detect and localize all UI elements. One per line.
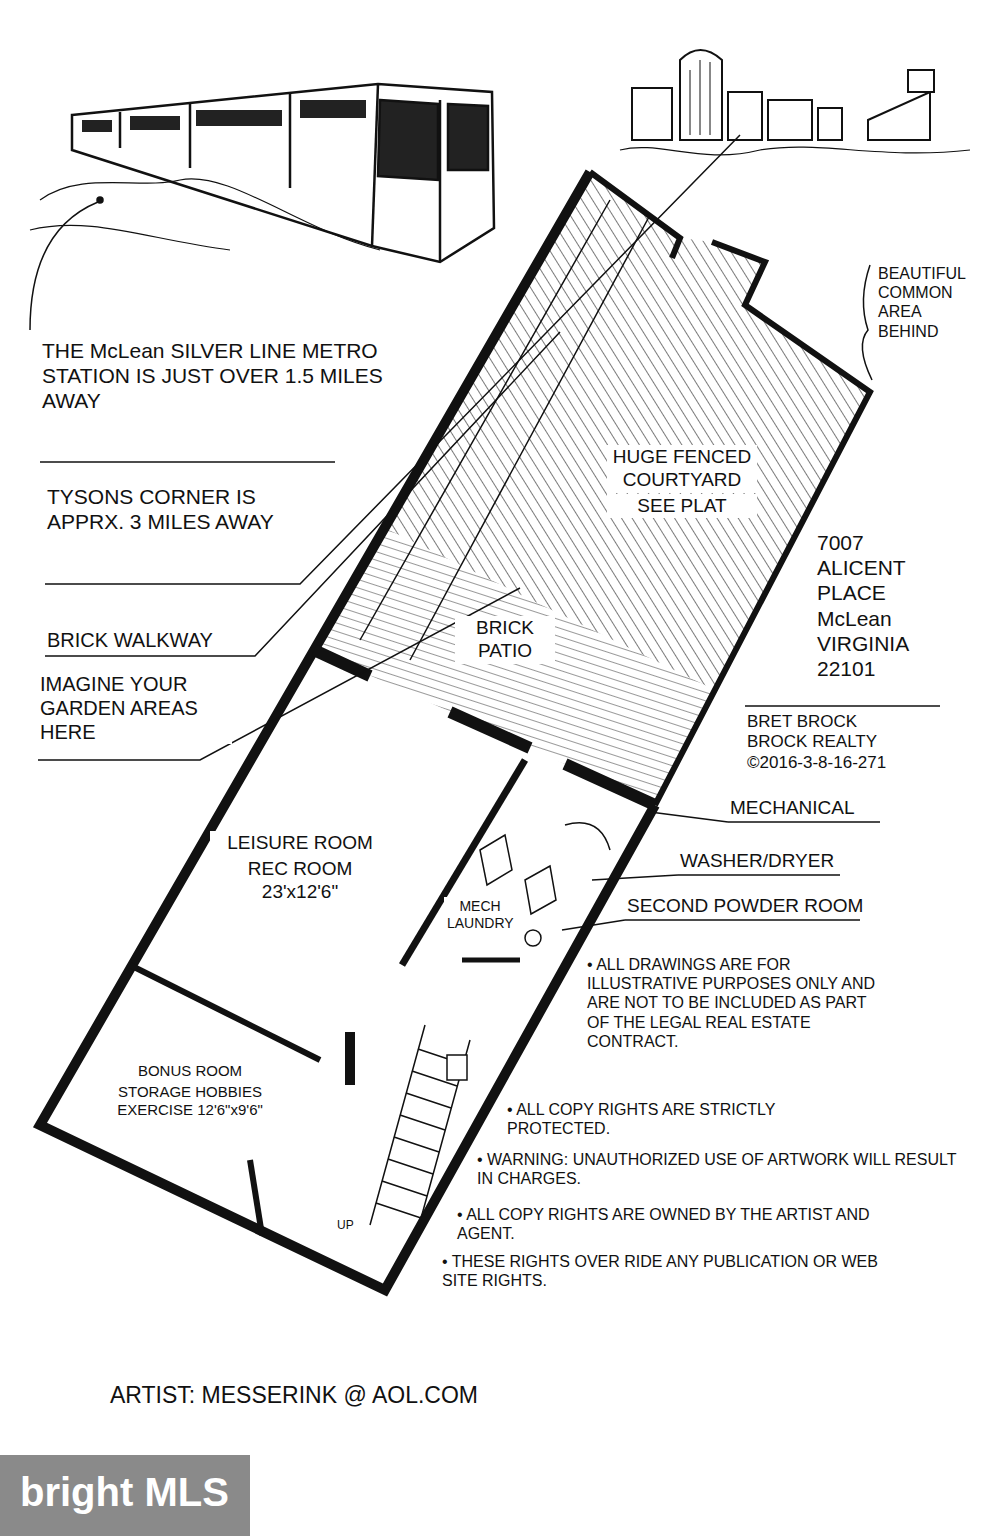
disclaimer-note: • ALL DRAWINGS ARE FOR ILLUSTRATIVE PURP… [585,955,889,1051]
room-area: BRICK PATIO [455,615,555,665]
area-note: IMAGINE YOUR GARDEN AREAS HERE [38,672,232,744]
node-heading: HUGE FENCED COURTYARD [607,445,757,493]
disclaimer-note: • THESE RIGHTS OVER RIDE ANY PUBLICATION… [440,1252,914,1290]
address: 7007 ALICENT PLACE McLean VIRGINIA 22101 [815,530,929,681]
node-heading: BRICK PATIO [455,616,555,664]
part-name: SECOND POWDER ROOM [625,895,865,918]
disclaimer-note: • WARNING: UNAUTHORIZED USE OF ARTWORK W… [475,1150,959,1188]
room-name: BONUS ROOM [110,1061,270,1081]
agent-credit: BRET BROCK BROCK REALTY ©2016-3-8-16-271 [745,712,914,773]
room-dimension: STORAGE HOBBIES EXERCISE 12'6"x9'6" [110,1082,270,1120]
part-name: WASHER/DRYER [678,850,836,873]
brick-walkway [360,200,650,660]
disclaimer-note: • ALL COPY RIGHTS ARE OWNED BY THE ARTIS… [455,1205,889,1243]
leader-lines [30,135,940,930]
watermark: bright MLS [18,1468,231,1516]
area-note: BEAUTIFUL COMMON AREA BEHIND [876,264,985,341]
node-note: SEE PLAT [607,494,757,519]
metro-train [30,84,494,262]
part-name: BRICK WALKWAY [45,628,215,652]
room-area: LEISURE ROOMREC ROOM 23'x12'6" [210,830,390,905]
part-name: MECHANICAL [728,797,857,820]
fence-lines [590,172,870,805]
disclaimer-note: • ALL COPY RIGHTS ARE STRICTLY PROTECTED… [505,1100,869,1138]
artist-credit: ARTIST: MESSERINK @ AOL.COM [108,1382,480,1410]
distance-note: THE McLean SILVER LINE METRO STATION IS … [40,338,394,414]
room-dimension: REC ROOM 23'x12'6" [210,857,390,905]
room-name: LEISURE ROOM [210,831,390,856]
room-name: MECH LAUNDRY [444,897,516,933]
city-skyline [620,50,970,155]
room-area: BONUS ROOMSTORAGE HOBBIES EXERCISE 12'6"… [110,1060,270,1121]
bracket [862,265,872,380]
watermark-badge [0,1455,250,1536]
room-area: HUGE FENCED COURTYARDSEE PLAT [607,444,757,519]
distance-note: TYSONS CORNER IS APPRX. 3 MILES AWAY [45,484,319,534]
stair-direction: UP [335,1218,356,1232]
room-area: MECH LAUNDRY [444,896,516,934]
